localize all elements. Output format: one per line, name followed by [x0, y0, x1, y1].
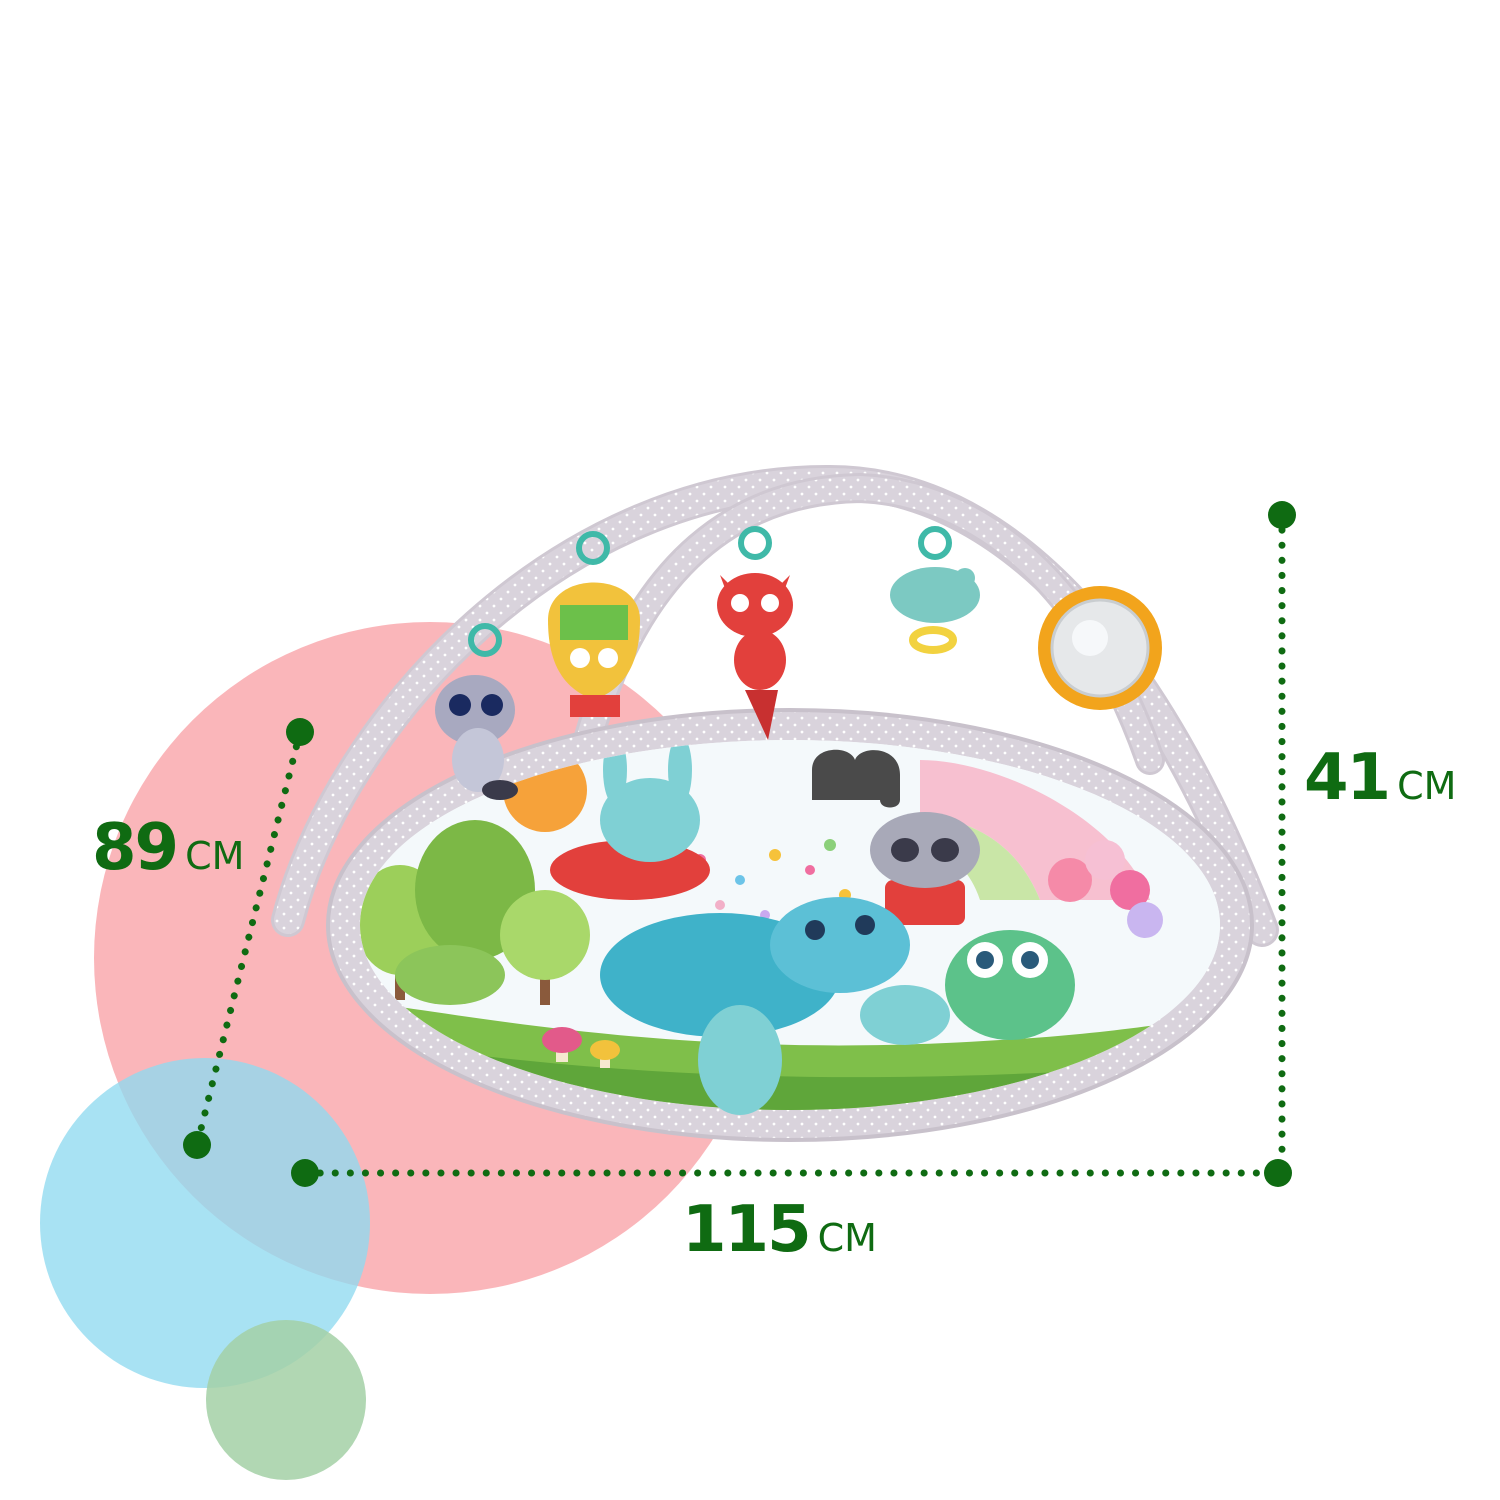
dimension-endpoints — [183, 501, 1296, 1187]
height-value: 41 — [1304, 741, 1391, 815]
raccoon-print-icon — [870, 812, 980, 925]
green-circle — [206, 1320, 366, 1480]
blue-circle — [40, 1058, 370, 1388]
hot-air-balloon-owl-toy-icon — [548, 531, 640, 717]
bunny-print-icon — [550, 740, 710, 900]
depth-unit: CM — [185, 834, 245, 878]
depth-dimension-line — [193, 728, 304, 1149]
dimension-lines — [193, 511, 1286, 1177]
baby-play-gym-icon — [271, 464, 1279, 1142]
cloud-print-icon — [812, 749, 900, 808]
platypus-pillow-icon — [600, 897, 950, 1115]
endpoint-dot — [1264, 1159, 1292, 1187]
owl-print-icon — [945, 930, 1075, 1040]
height-unit: CM — [1397, 764, 1457, 808]
endpoint-dot — [291, 1159, 319, 1187]
sun-mirror-toy-icon — [1038, 586, 1162, 710]
mushroom-icon — [542, 1027, 620, 1068]
width-unit: CM — [817, 1216, 877, 1260]
fox-toy-icon — [717, 526, 793, 740]
depth-value: 89 — [92, 811, 179, 885]
raccoon-toy-icon — [435, 623, 518, 800]
endpoint-dot — [1268, 501, 1296, 529]
trees-icon — [360, 820, 590, 1005]
balloons-icon — [1048, 840, 1163, 938]
width-value: 115 — [682, 1193, 812, 1267]
endpoint-dot — [286, 718, 314, 746]
endpoint-dot — [183, 1131, 211, 1159]
bird-rattle-toy-icon — [890, 526, 980, 654]
